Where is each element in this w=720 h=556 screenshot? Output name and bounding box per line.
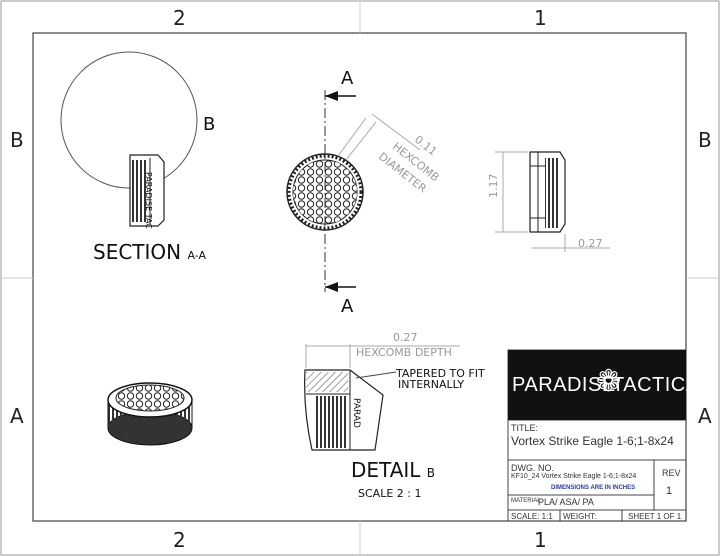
company-logo: PARADISE ❁ TACTICAL <box>508 350 711 420</box>
material-label: MATERIAL <box>511 498 541 504</box>
section-title-text: SECTION <box>93 240 182 264</box>
zone-bottom-1: 1 <box>534 528 547 552</box>
detail-title-text: DETAIL <box>351 458 421 482</box>
dimensions-note: DIMENSIONS ARE IN INCHES <box>551 485 636 491</box>
zone-right-a: A <box>698 404 712 428</box>
detail-scale: SCALE 2 : 1 <box>358 487 422 500</box>
scale-text: SCALE: 1:1 <box>511 512 553 521</box>
dwg-value: KF10_24 Vortex Strike Eagle 1-6;1-8x24 <box>511 473 637 480</box>
detail-title-suffix: B <box>426 466 436 480</box>
zone-top-1: 1 <box>534 6 547 30</box>
zone-right-b: B <box>698 128 712 152</box>
logo-text-right: TACTICAL <box>612 374 712 396</box>
detail-b-view <box>304 369 384 451</box>
note-leader <box>355 371 397 379</box>
hex-dim-leader-1 <box>337 117 367 157</box>
cut-arrowhead-top <box>325 91 338 101</box>
section-part <box>129 154 165 227</box>
zone-left-b: B <box>10 128 24 152</box>
height-dim-value: 1.17 <box>487 173 500 199</box>
taper-note-2: INTERNALLY <box>398 378 465 391</box>
section-engraving: PARADISE TAC <box>144 172 153 229</box>
front-view <box>286 153 364 231</box>
logo-text-left: PARADISE <box>512 374 616 396</box>
rev-value: 1 <box>666 485 673 497</box>
isometric-view <box>107 382 193 446</box>
section-title: SECTION A-A <box>93 240 206 264</box>
detail-b-circle <box>60 51 198 189</box>
title-label: TITLE: <box>511 423 539 433</box>
zone-left-a: A <box>10 404 24 428</box>
rev-label: REV <box>662 468 681 478</box>
side-view <box>529 151 566 233</box>
hex-depth-value: 0.27 <box>393 331 418 344</box>
cut-label-bottom: A <box>341 296 354 317</box>
cut-arrowhead-bottom <box>325 282 338 292</box>
cut-label-top: A <box>341 68 354 89</box>
section-title-suffix: A-A <box>187 249 207 262</box>
taper-note-1: TAPERED TO FIT <box>396 367 485 380</box>
width-dim-value: 0.27 <box>578 237 603 250</box>
zone-bottom-2: 2 <box>173 528 186 552</box>
hex-depth-label: HEXCOMB DEPTH <box>356 346 452 359</box>
hex-dim-line <box>371 113 421 151</box>
weight-text: WEIGHT: <box>563 512 597 521</box>
title-value: Vortex Strike Eagle 1-6;1-8x24 <box>511 434 674 448</box>
grenade-icon: ❁ <box>596 365 622 398</box>
material-value: PLA/ ASA/ PA <box>538 497 594 507</box>
hex-dim-leader-2 <box>345 121 377 161</box>
detail-circle-label: B <box>203 114 216 135</box>
title-block <box>507 349 687 522</box>
sheet-text: SHEET 1 OF 1 <box>628 512 682 521</box>
zone-top-2: 2 <box>173 6 186 30</box>
detail-engraving: PARAD <box>351 398 361 428</box>
dwg-label: DWG. NO. <box>511 463 554 473</box>
detail-title: DETAIL B <box>351 458 435 482</box>
